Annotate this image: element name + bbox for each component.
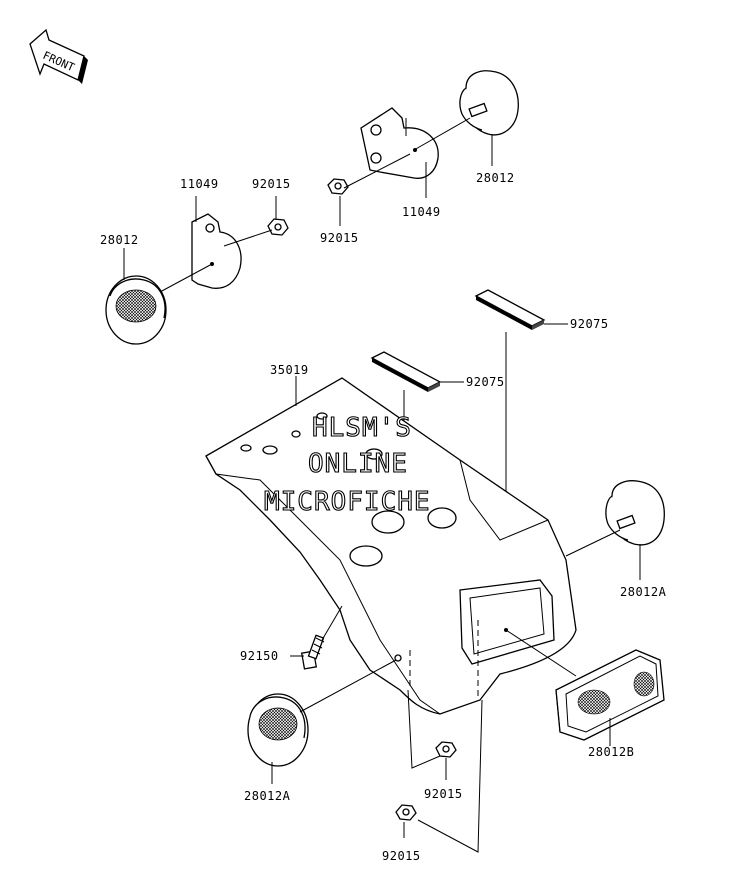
license-light-28012B (555, 649, 665, 741)
reflector-28012A-left (247, 693, 309, 767)
watermark-line-2: ONLINE (308, 449, 408, 479)
label-28012-right: 28012 (476, 171, 515, 185)
label-35019: 35019 (270, 363, 309, 377)
nut-92015-bottom (395, 804, 417, 821)
label-92075-upper: 92075 (570, 317, 609, 331)
watermark-line-1: HLSM'S (312, 413, 412, 443)
label-11049-left: 11049 (180, 177, 219, 191)
label-28012B: 28012B (588, 745, 634, 759)
label-92015-bottom: 92015 (382, 849, 421, 863)
watermark: HLSM'S ONLINE MICROFICHE (263, 412, 431, 517)
label-92015-right: 92015 (320, 231, 359, 245)
nut-92015-mid (435, 741, 457, 758)
front-arrow-icon: FRONT (29, 28, 88, 84)
nut-92015-right (327, 178, 349, 195)
bracket-11049-left (191, 213, 242, 289)
reflector-28012A-right (605, 480, 665, 546)
bracket-11049-right (360, 107, 439, 179)
label-92015-mid: 92015 (424, 787, 463, 801)
bolt-92150 (300, 634, 325, 670)
label-28012A-right: 28012A (620, 585, 667, 599)
reflector-28012-left (105, 275, 167, 345)
pad-92075-lower (370, 351, 442, 392)
nut-92015-left (267, 218, 289, 236)
label-92075-lower: 92075 (466, 375, 505, 389)
fender-35019 (205, 377, 577, 715)
label-92015-left: 92015 (252, 177, 291, 191)
reflector-28012-right (459, 70, 519, 136)
pad-92075-upper (474, 289, 546, 330)
label-28012-left: 28012 (100, 233, 139, 247)
label-11049-right: 11049 (402, 205, 441, 219)
watermark-line-3: MICROFICHE (264, 487, 431, 517)
label-28012A-left: 28012A (244, 789, 291, 803)
label-92150: 92150 (240, 649, 279, 663)
